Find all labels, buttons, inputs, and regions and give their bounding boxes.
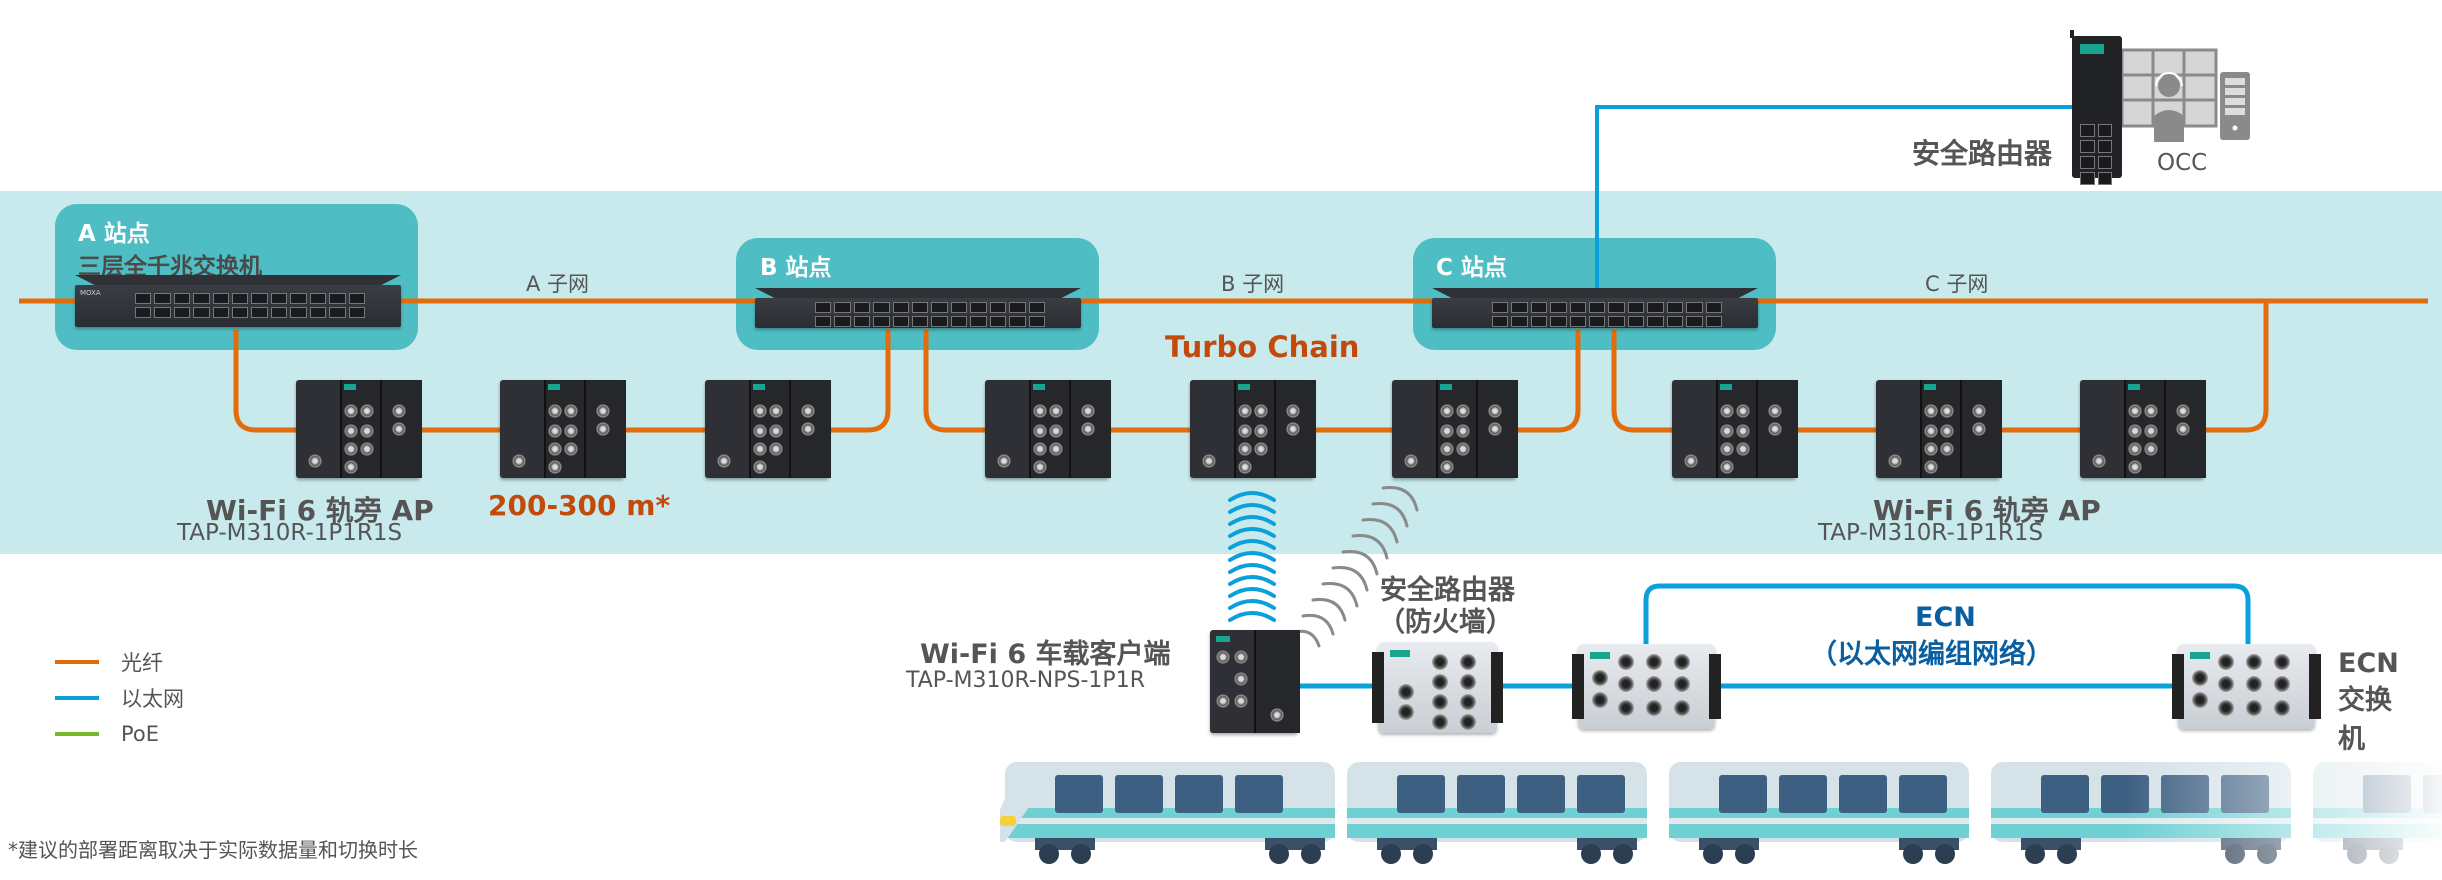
ethernet-ecn-ring [1643, 583, 2251, 650]
firewall-label: 安全路由器 [1380, 575, 1515, 606]
subnet-b-label: B 子网 [1221, 272, 1285, 296]
station-c-title: C 站点 [1436, 255, 1507, 281]
trackside-ap-device [985, 380, 1111, 478]
legend-swatch [55, 660, 99, 664]
occ-router-label: 安全路由器 [1912, 137, 2053, 170]
footnote: *建议的部署距离取决于实际数据量和切换时长 [8, 838, 418, 862]
trackside-ap-device [1190, 380, 1316, 478]
wifi6-onboard-client [1210, 630, 1300, 733]
legend-swatch [55, 732, 99, 736]
legend-label: 光纤 [121, 651, 163, 675]
legend-item-poe: PoE [55, 716, 184, 752]
layer3-switch-c [1432, 288, 1758, 328]
trackside-ap-device [705, 380, 831, 478]
legend-item-fiber: 光纤 [55, 644, 184, 680]
ethernet-occ-link [1595, 105, 2090, 300]
ecn-switch-label-2: 交换机 [2338, 685, 2392, 755]
legend: 光纤以太网 PoE [55, 644, 184, 752]
legend-swatch [55, 696, 99, 700]
onboard-firewall [1372, 642, 1503, 733]
ecn-switch-label: ECN [2338, 648, 2399, 679]
onboard-client-model: TAP-M310R-NPS-1P1R [906, 668, 1145, 693]
distance-label: 200-300 m* [488, 489, 671, 522]
router-antenna-icon [2070, 30, 2074, 38]
ecn-switch-2 [2172, 644, 2321, 729]
trackside-ap-device [1876, 380, 2002, 478]
onboard-client-label: Wi-Fi 6 车载客户端 [920, 639, 1171, 670]
ecn-switch-1 [1572, 644, 1721, 729]
turbo-chain-label: Turbo Chain [1165, 330, 1360, 364]
legend-item-ethernet: 以太网 [55, 680, 184, 716]
occ-label: OCC [2157, 150, 2208, 176]
ecn-title: ECN [1915, 602, 1976, 633]
occ-security-router [2072, 36, 2122, 185]
wifi-signal-blue [1228, 491, 1276, 622]
subnet-c-label: C 子网 [1925, 272, 1989, 296]
trackside-ap-device [500, 380, 626, 478]
trackside-ap-device [1672, 380, 1798, 478]
trackside-ap-model-left: TAP-M310R-1P1R1S [177, 520, 403, 546]
layer3-switch-b [755, 288, 1081, 328]
legend-label: PoE [121, 722, 160, 746]
station-a-title: A 站点 [78, 221, 150, 247]
ecn-subtitle: （以太网编组网络） [1810, 639, 2053, 670]
trackside-ap-device [1392, 380, 1518, 478]
trackside-ap-label-right: Wi-Fi 6 轨旁 AP [1873, 494, 2101, 527]
firewall-sublabel: （防火墙） [1378, 607, 1513, 638]
layer3-switch-a: MOXA [75, 275, 401, 327]
occ-operator-icon [2122, 48, 2250, 142]
trackside-ap-device [2080, 380, 2206, 478]
station-b-title: B 站点 [760, 255, 832, 281]
trackside-ap-label-left: Wi-Fi 6 轨旁 AP [206, 494, 434, 527]
subnet-a-label: A 子网 [526, 272, 590, 296]
trackside-ap-device [296, 380, 422, 478]
train-illustration [1000, 750, 2442, 868]
legend-label: 以太网 [121, 687, 184, 711]
trackside-ap-model-right: TAP-M310R-1P1R1S [1818, 520, 2044, 546]
